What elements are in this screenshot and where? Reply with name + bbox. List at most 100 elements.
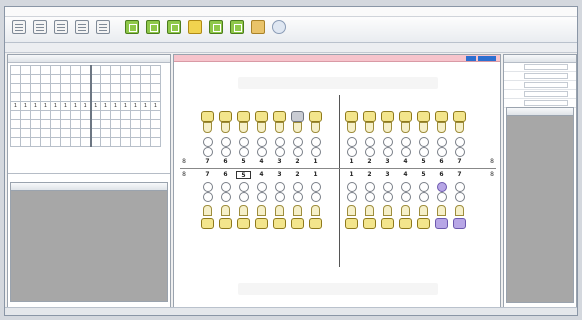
grid-cell[interactable] bbox=[70, 74, 81, 84]
grid-cell[interactable] bbox=[20, 74, 31, 84]
toolbar-button-6[interactable] bbox=[122, 19, 142, 41]
upper-surface-marker[interactable] bbox=[218, 147, 233, 157]
edge-tooth-number[interactable]: 8 bbox=[490, 158, 494, 165]
grid-cell[interactable]: 1 bbox=[10, 101, 21, 111]
grid-cell[interactable] bbox=[30, 110, 41, 120]
lower-tooth[interactable] bbox=[452, 205, 467, 229]
lower-surface-marker[interactable] bbox=[200, 192, 215, 202]
menu-item-6[interactable] bbox=[159, 10, 177, 14]
lower-surface-marker[interactable] bbox=[254, 192, 269, 202]
grid-cell[interactable] bbox=[130, 92, 141, 102]
lower-surface-marker[interactable] bbox=[398, 192, 413, 202]
lower-tooth[interactable] bbox=[236, 205, 251, 229]
grid-cell[interactable] bbox=[150, 92, 161, 102]
sub-item-2[interactable] bbox=[45, 45, 73, 50]
grid-cell[interactable] bbox=[60, 110, 71, 120]
grid-cell[interactable] bbox=[130, 137, 141, 147]
grid-cell[interactable] bbox=[80, 110, 92, 120]
grid-cell[interactable] bbox=[60, 119, 71, 129]
grid-cell[interactable]: 1 bbox=[140, 101, 151, 111]
upper-surface-marker[interactable] bbox=[308, 147, 323, 157]
upper-tooth[interactable] bbox=[362, 111, 377, 135]
grid-cell[interactable] bbox=[140, 137, 151, 147]
lower-tooth[interactable] bbox=[362, 205, 377, 229]
grid-cell[interactable] bbox=[50, 119, 61, 129]
grid-cell[interactable] bbox=[80, 137, 92, 147]
lower-surface-marker[interactable] bbox=[308, 182, 323, 192]
upper-tooth-number[interactable]: 4 bbox=[259, 158, 264, 165]
lower-surface-marker[interactable] bbox=[236, 192, 251, 202]
menu-item-3[interactable] bbox=[69, 10, 87, 14]
toolbar-button-11[interactable] bbox=[227, 19, 247, 41]
sub-item-1[interactable] bbox=[9, 45, 39, 50]
lower-surface-marker[interactable] bbox=[218, 192, 233, 202]
lower-surface-marker[interactable] bbox=[380, 182, 395, 192]
lower-tooth-number[interactable]: 5 bbox=[421, 171, 426, 178]
grid-cell[interactable] bbox=[140, 74, 151, 84]
grid-cell[interactable] bbox=[120, 65, 131, 75]
lower-surface-marker[interactable] bbox=[290, 192, 305, 202]
grid-cell[interactable] bbox=[10, 110, 21, 120]
lower-surface-marker[interactable] bbox=[416, 192, 431, 202]
lower-tooth-number[interactable]: 7 bbox=[205, 171, 210, 178]
toolbar-button-9[interactable] bbox=[185, 19, 205, 41]
upper-surface-marker[interactable] bbox=[380, 147, 395, 157]
upper-surface-marker[interactable] bbox=[452, 137, 467, 147]
grid-cell[interactable] bbox=[70, 110, 81, 120]
upper-tooth[interactable] bbox=[236, 111, 251, 135]
toolbar-button-4[interactable] bbox=[72, 19, 92, 41]
lower-tooth[interactable] bbox=[308, 205, 323, 229]
grid-cell[interactable] bbox=[90, 83, 101, 93]
lower-tooth[interactable] bbox=[218, 205, 233, 229]
grid-cell[interactable] bbox=[40, 110, 51, 120]
grid-cell[interactable] bbox=[80, 128, 92, 138]
grid-cell[interactable] bbox=[110, 119, 121, 129]
upper-surface-marker[interactable] bbox=[398, 137, 413, 147]
upper-tooth[interactable] bbox=[290, 111, 305, 135]
lower-surface-marker[interactable] bbox=[362, 192, 377, 202]
grid-cell[interactable] bbox=[60, 128, 71, 138]
lower-surface-marker[interactable] bbox=[452, 192, 467, 202]
grid-cell[interactable] bbox=[50, 128, 61, 138]
grid-cell[interactable] bbox=[40, 92, 51, 102]
grid-cell[interactable] bbox=[70, 128, 81, 138]
lower-surface-marker[interactable] bbox=[434, 192, 449, 202]
lower-surface-marker[interactable] bbox=[272, 182, 287, 192]
grid-cell[interactable] bbox=[80, 83, 92, 93]
upper-tooth-number[interactable]: 3 bbox=[277, 158, 282, 165]
grid-cell[interactable]: 1 bbox=[40, 101, 51, 111]
grid-cell[interactable] bbox=[60, 83, 71, 93]
lower-tooth-number[interactable]: 1 bbox=[313, 171, 318, 178]
lower-tooth-number[interactable]: 6 bbox=[439, 171, 444, 178]
grid-cell[interactable] bbox=[90, 110, 101, 120]
upper-surface-marker[interactable] bbox=[452, 147, 467, 157]
grid-cell[interactable] bbox=[10, 74, 21, 84]
grid-cell[interactable] bbox=[30, 128, 41, 138]
upper-tooth-number[interactable]: 3 bbox=[385, 158, 390, 165]
grid-cell[interactable] bbox=[110, 92, 121, 102]
lower-surface-marker[interactable] bbox=[416, 182, 431, 192]
grid-cell[interactable] bbox=[110, 137, 121, 147]
sub-item-5[interactable] bbox=[161, 45, 195, 50]
grid-cell[interactable] bbox=[10, 65, 21, 75]
lower-tooth[interactable] bbox=[200, 205, 215, 229]
grid-cell[interactable]: 1 bbox=[80, 101, 92, 111]
upper-surface-marker[interactable] bbox=[290, 147, 305, 157]
grid-cell[interactable] bbox=[80, 65, 92, 75]
grid-cell[interactable] bbox=[50, 92, 61, 102]
grid-cell[interactable] bbox=[50, 65, 61, 75]
grid-cell[interactable]: 1 bbox=[30, 101, 41, 111]
grid-cell[interactable] bbox=[50, 83, 61, 93]
upper-tooth-number[interactable]: 7 bbox=[457, 158, 462, 165]
toolbar-button-8[interactable] bbox=[164, 19, 184, 41]
lower-tooth[interactable] bbox=[344, 205, 359, 229]
upper-surface-marker[interactable] bbox=[236, 137, 251, 147]
info-value-field[interactable] bbox=[524, 73, 568, 79]
grid-cell[interactable] bbox=[70, 92, 81, 102]
grid-cell[interactable]: 1 bbox=[110, 101, 121, 111]
grid-cell[interactable] bbox=[100, 110, 111, 120]
upper-surface-marker[interactable] bbox=[416, 137, 431, 147]
upper-tooth[interactable] bbox=[200, 111, 215, 135]
lower-surface-marker[interactable] bbox=[290, 182, 305, 192]
lower-tooth[interactable] bbox=[272, 205, 287, 229]
